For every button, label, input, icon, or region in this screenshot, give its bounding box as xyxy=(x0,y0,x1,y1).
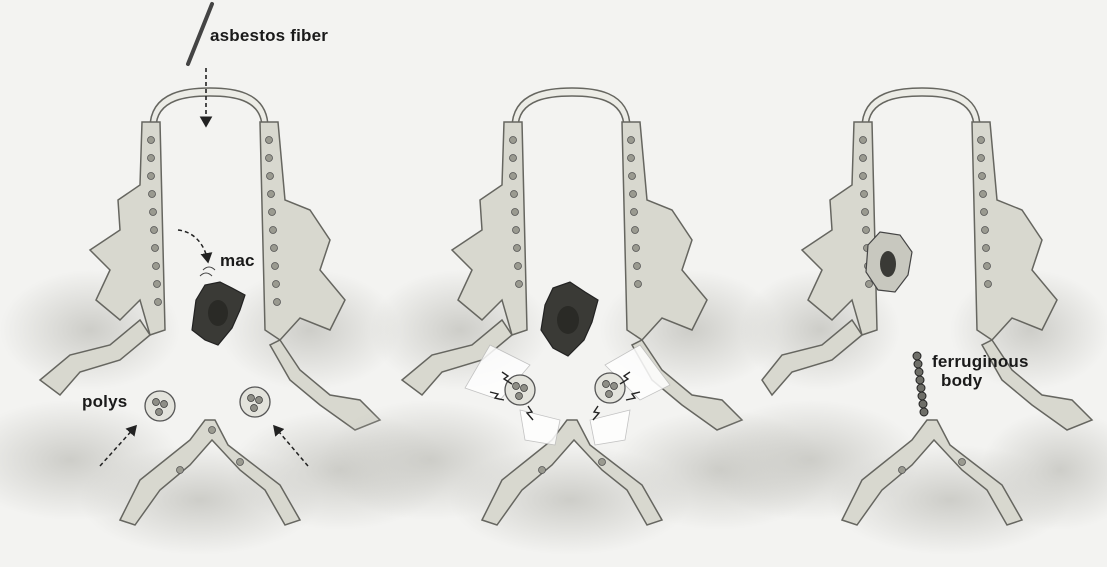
arrow-icon xyxy=(178,230,208,262)
polymorphonuclear-cell-icon xyxy=(240,387,270,417)
polymorphonuclear-cell-icon xyxy=(505,375,535,405)
polymorphonuclear-cell-icon xyxy=(145,391,175,421)
polys-label: polys xyxy=(82,393,127,411)
asbestos-fiber-icon xyxy=(188,4,212,64)
asbestos-fiber-label: asbestos fiber xyxy=(210,27,328,45)
panel-3 xyxy=(700,88,1107,555)
macrophage-icon xyxy=(866,232,912,292)
ferruginous-label: ferruginous xyxy=(932,353,1029,371)
macrophage-label: mac xyxy=(220,252,255,270)
polymorphonuclear-cell-icon xyxy=(595,373,625,403)
ferruginous-body-icon xyxy=(913,352,928,416)
body-label: body xyxy=(941,372,982,390)
